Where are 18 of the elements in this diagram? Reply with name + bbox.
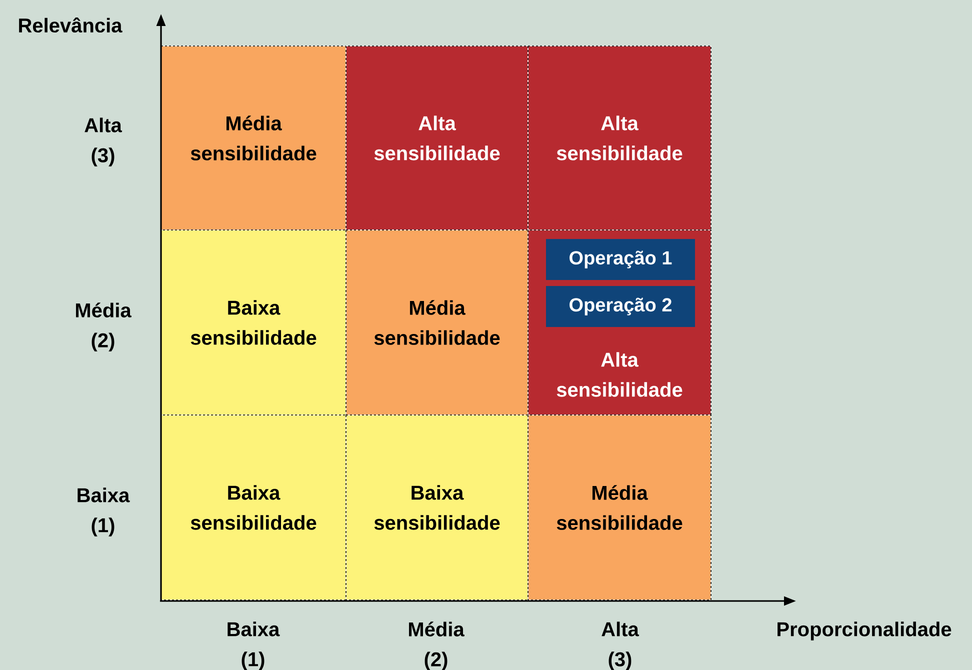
cell: Alta sensibilidade xyxy=(528,46,712,230)
cell: Média sensibilidade xyxy=(160,46,346,230)
axis-label: Baixa (1) xyxy=(78,488,130,536)
cell: Baixa sensibilidade xyxy=(346,414,528,600)
operation-box: Operação 1 xyxy=(546,239,695,280)
axis-label: Média (2) xyxy=(409,622,464,670)
cell: Média sensibilidade xyxy=(346,230,528,416)
cell: Baixa sensibilidade xyxy=(160,230,346,416)
axis-label: Baixa (1) xyxy=(228,622,280,670)
cell: Alta sensibilidade xyxy=(346,46,528,230)
axis-label: Média (2) xyxy=(76,302,132,352)
cell: Média sensibilidade xyxy=(528,414,712,600)
axis-label: Alta (3) xyxy=(84,118,122,166)
axis-label: Relevância xyxy=(19,17,122,33)
cell: Baixa sensibilidade xyxy=(160,414,346,600)
operation-box: Operação 2 xyxy=(546,286,695,327)
axis-label: Alta (3) xyxy=(602,622,640,670)
axis-label: Proporcionalidade xyxy=(778,622,952,640)
